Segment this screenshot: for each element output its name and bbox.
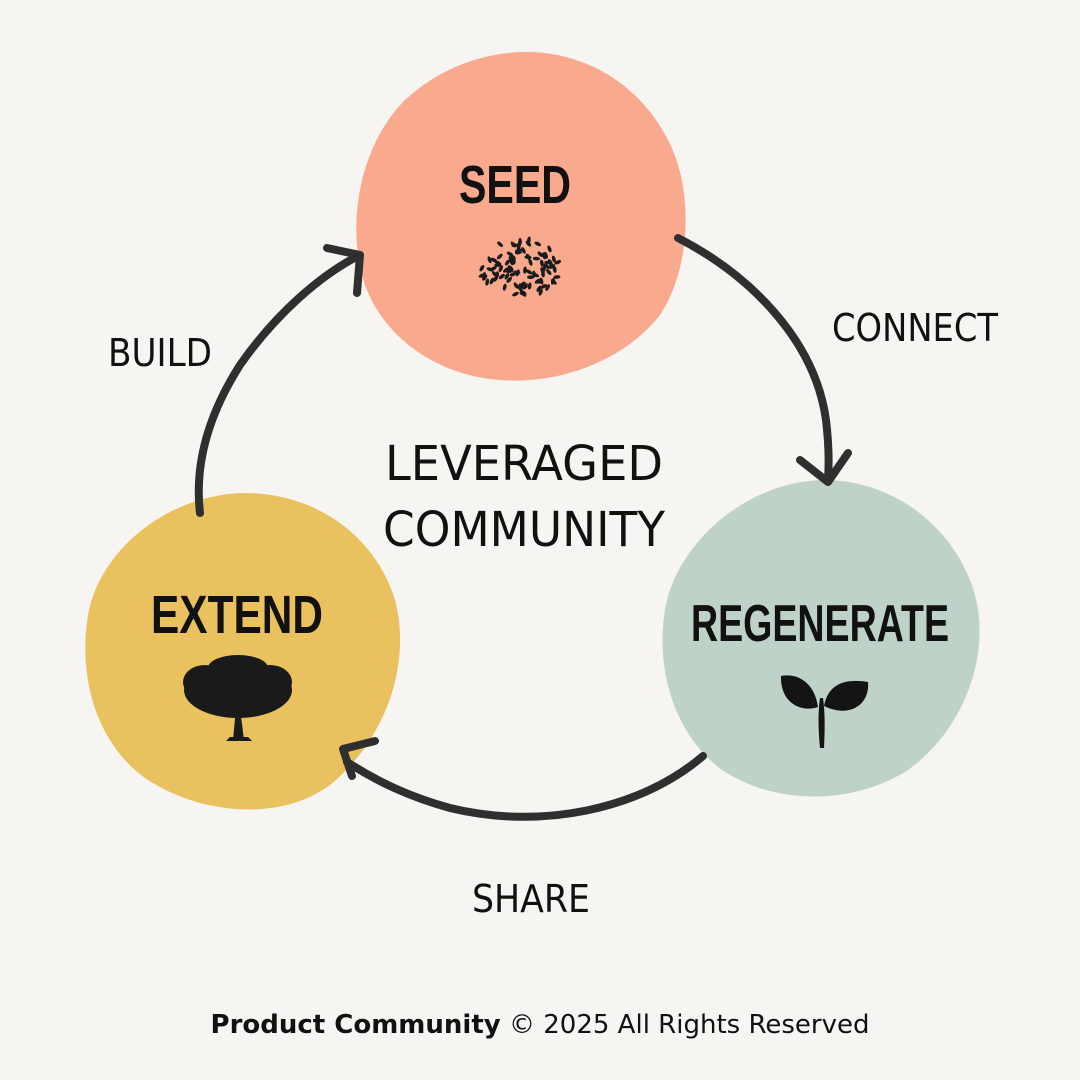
regenerate-title: REGENERATE [691, 595, 949, 653]
seed-blob [356, 52, 685, 381]
footer-brand: Product Community [211, 1010, 501, 1040]
arrow-connect [678, 238, 848, 482]
build-label: BUILD [108, 331, 212, 375]
extend-title: EXTEND [151, 585, 323, 645]
copyright-footer: Product Community © 2025 All Rights Rese… [0, 1010, 1080, 1040]
seed-title: SEED [459, 155, 571, 215]
center-label-line-1: LEVERAGED [385, 436, 663, 492]
connect-label: CONNECT [832, 306, 999, 350]
share-label: SHARE [472, 877, 590, 921]
seed-dot [518, 238, 522, 245]
arrow-share [343, 741, 703, 817]
center-label-line-2: COMMUNITY [383, 502, 666, 558]
footer-copyright: © 2025 All Rights Reserved [501, 1010, 870, 1040]
arrow-build [199, 248, 360, 513]
